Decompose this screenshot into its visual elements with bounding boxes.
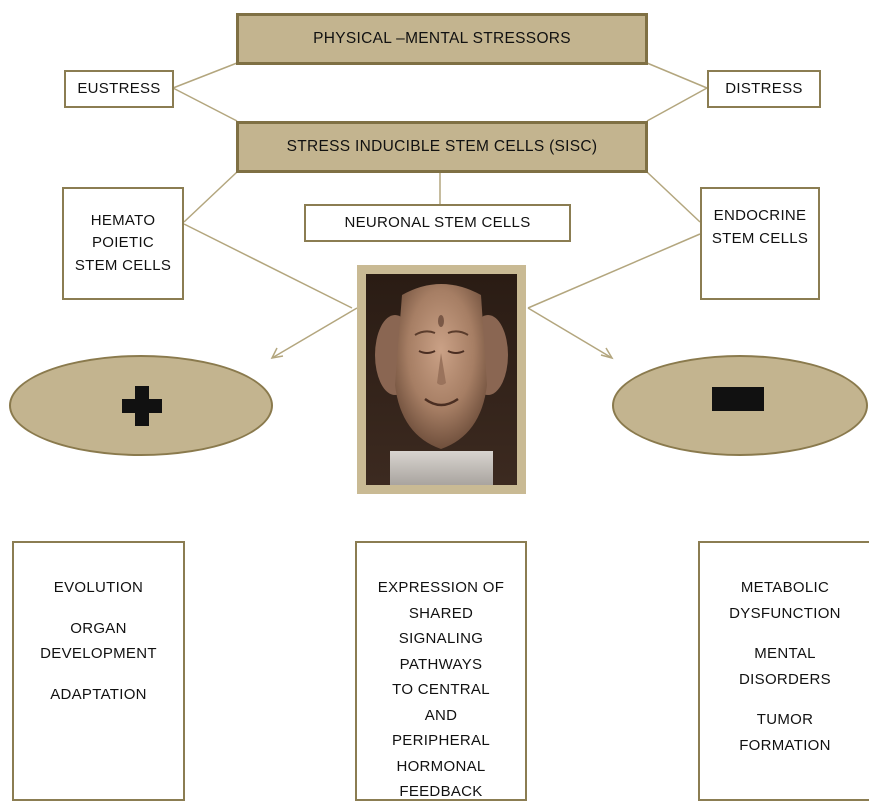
left-outcomes-box: EVOLUTION ORGAN DEVELOPMENT ADAPTATION [12, 541, 185, 801]
outcome-dysfunction: DYSFUNCTION [729, 604, 841, 622]
neuronal-stem-cells-box: NEURONAL STEM CELLS [304, 204, 571, 242]
endocrine-line1: ENDOCRINE [713, 207, 807, 224]
distress-box: DISTRESS [707, 70, 821, 108]
positive-outcome-ellipse [9, 355, 273, 456]
sisc-label: STRESS INDUCIBLE STEM CELLS (SISC) [286, 137, 598, 155]
center-line-3: SIGNALING [398, 630, 484, 647]
outcome-development: DEVELOPMENT [40, 645, 157, 662]
neuronal-label: NEURONAL STEM CELLS [344, 213, 531, 231]
hemato-line3: STEM CELLS [74, 256, 172, 274]
center-line-6: AND [424, 706, 458, 724]
negative-outcome-ellipse [612, 355, 868, 456]
stressors-label: PHYSICAL –MENTAL STRESSORS [313, 29, 571, 47]
center-line-7: PERIPHERAL [391, 732, 491, 749]
endocrine-line2: STEM CELLS [711, 229, 809, 247]
distress-label: DISTRESS [725, 79, 803, 97]
right-outcomes-box: METABOLIC DYSFUNCTION MENTAL DISORDERS T… [698, 541, 869, 801]
physical-mental-stressors-box: PHYSICAL –MENTAL STRESSORS [236, 13, 648, 65]
center-line-8: HORMONAL [396, 757, 486, 775]
outcome-disorders: DISORDERS [739, 670, 831, 688]
hemato-line1: HEMATO [90, 211, 156, 229]
hemato-line2: POIETIC [91, 234, 155, 252]
outcome-evolution: EVOLUTION [53, 579, 144, 596]
outcome-adaptation: ADAPTATION [50, 685, 147, 703]
buddha-head-image [366, 274, 517, 485]
center-line-5: TO CENTRAL [392, 681, 490, 698]
minus-icon [712, 387, 764, 411]
center-line-2: SHARED [408, 604, 474, 622]
center-line-9: FEEDBACK [399, 783, 483, 800]
outcome-mental: MENTAL [754, 645, 816, 662]
center-line-4: PATHWAYS [399, 655, 483, 673]
outcome-formation: FORMATION [739, 736, 831, 754]
eustress-label: EUSTRESS [77, 79, 161, 97]
outcome-metabolic: METABOLIC [740, 579, 830, 596]
outcome-organ: ORGAN [70, 619, 127, 637]
sculpture-head-photo [357, 265, 526, 494]
eustress-box: EUSTRESS [64, 70, 174, 108]
hematopoietic-stem-cells-box: HEMATO POIETIC STEM CELLS [62, 187, 184, 300]
outcome-tumor: TUMOR [756, 711, 814, 728]
sisc-box: STRESS INDUCIBLE STEM CELLS (SISC) [236, 121, 648, 173]
endocrine-stem-cells-box: ENDOCRINE STEM CELLS [700, 187, 820, 300]
center-outcomes-box: EXPRESSION OF SHARED SIGNALING PATHWAYS … [355, 541, 527, 801]
center-line-1: EXPRESSION OF [377, 579, 505, 596]
